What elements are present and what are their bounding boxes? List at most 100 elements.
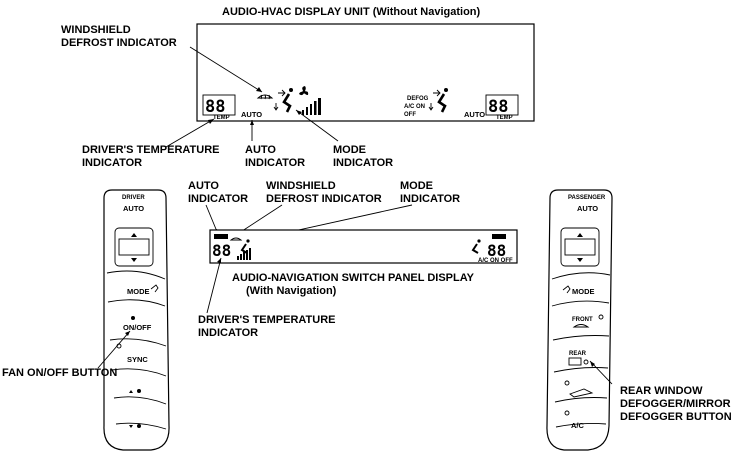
- driver-control-panel: DRIVER AUTO MODE ON/OFF SYNC: [103, 189, 170, 451]
- mode-airflow-icon: [240, 239, 250, 254]
- callout-text: DRIVER'S TEMPERATURE: [82, 144, 219, 156]
- driver-temp-rocker[interactable]: [114, 227, 154, 267]
- front-defrost-indicator-light: [598, 314, 604, 320]
- up-arrow-icon: [131, 233, 137, 237]
- ac-label: A/C: [571, 421, 585, 430]
- hvac-display-title: AUDIO-HVAC DISPLAY UNIT (Without Navigat…: [222, 6, 481, 18]
- windshield-defrost-icon: [572, 324, 590, 328]
- hvac-display-frame: [196, 23, 535, 122]
- callout-text: INDICATOR: [188, 193, 248, 205]
- down-arrow-icon: [577, 258, 583, 262]
- hvac-right-temp-indicator: 88 TEMP: [485, 94, 519, 121]
- recirculation-indicator-light: [564, 380, 570, 386]
- nav-ac-on-off: A/C ON OFF: [478, 258, 513, 264]
- callout-text: INDICATOR: [245, 157, 305, 169]
- callout-text: AUTO: [188, 180, 219, 192]
- callout-auto-mid: AUTO INDICATOR: [188, 180, 248, 235]
- driver-mode-label: MODE: [127, 287, 150, 296]
- mode-airflow-icon: [150, 284, 159, 293]
- callout-text: DEFROST INDICATOR: [266, 193, 382, 205]
- fan-on-off-label: ON/OFF: [123, 323, 152, 332]
- nav-display-title: AUDIO-NAVIGATION SWITCH PANEL DISPLAY: [232, 272, 475, 284]
- mode-airflow-icon: [562, 285, 571, 294]
- hvac-auto-left: AUTO: [241, 110, 262, 119]
- rear-defrost-indicator-light: [583, 359, 589, 365]
- callout-text: WINDSHIELD: [266, 180, 336, 192]
- callout-text: MODE: [400, 180, 433, 192]
- up-arrow-icon: [577, 233, 583, 237]
- fan-icon: [131, 316, 135, 320]
- passenger-control-panel: PASSENGER AUTO MODE FRONT REAR A/C: [546, 189, 613, 451]
- driver-mode-button[interactable]: MODE: [127, 284, 159, 296]
- callout-text: INDICATOR: [333, 157, 393, 169]
- callout-auto-top: AUTO INDICATOR: [245, 120, 305, 169]
- fan-bar-icon: [237, 248, 251, 260]
- nav-auto-badge-right: [492, 234, 506, 239]
- passenger-label: PASSENGER: [568, 195, 606, 201]
- hvac-right-temp-digits: 88: [488, 97, 508, 117]
- callout-mode-top: MODE INDICATOR: [295, 109, 393, 169]
- passenger-mode-label: MODE: [572, 287, 595, 296]
- hvac-left-temp-indicator: 88 TEMP: [202, 94, 236, 121]
- callout-text: MODE: [333, 144, 366, 156]
- nav-left-temp-digits: 88: [212, 241, 231, 260]
- sync-button[interactable]: SYNC: [127, 355, 148, 364]
- hvac-left-temp-digits: 88: [205, 97, 225, 117]
- passenger-temp-rocker[interactable]: [560, 227, 600, 267]
- callout-text: WINDSHIELD: [61, 24, 131, 36]
- hvac-auto-right: AUTO: [464, 110, 485, 119]
- fan-up-button[interactable]: [129, 389, 141, 393]
- callout-text: DEFROST INDICATOR: [61, 37, 177, 49]
- rear-defrost-button[interactable]: REAR: [568, 351, 587, 366]
- callout-text: INDICATOR: [198, 327, 258, 339]
- front-label: FRONT: [572, 317, 593, 323]
- ac-button[interactable]: A/C: [571, 421, 585, 430]
- up-arrow-icon: [129, 390, 133, 393]
- recirculation-icon: [569, 388, 594, 398]
- down-arrow-icon: [131, 258, 137, 262]
- front-defrost-button[interactable]: FRONT: [572, 317, 593, 328]
- driver-label: DRIVER: [122, 195, 145, 201]
- nav-display-subtitle: (With Navigation): [246, 285, 337, 297]
- mode-airflow-icon: [471, 239, 481, 254]
- callout-text: REAR WINDOW: [620, 385, 703, 397]
- fan-icon: [137, 389, 141, 393]
- recirculation-button[interactable]: [569, 388, 594, 398]
- fan-down-button[interactable]: [129, 424, 141, 428]
- hvac-defog-label: DEFOG: [407, 96, 429, 102]
- hvac-left-temp-unit: TEMP: [213, 115, 230, 121]
- callout-text: INDICATOR: [400, 193, 460, 205]
- fan-bar-icon: [302, 98, 321, 115]
- passenger-auto-label: AUTO: [577, 204, 598, 213]
- nav-auto-badge-left: [214, 234, 228, 239]
- rear-label: REAR: [569, 351, 587, 357]
- mode-airflow-icon: [428, 88, 448, 113]
- nav-display-frame: [209, 229, 518, 264]
- down-arrow-icon: [129, 425, 133, 428]
- fan-on-off-button[interactable]: ON/OFF: [123, 316, 152, 332]
- callout-windshield-defrost-top: WINDSHIELD DEFROST INDICATOR: [61, 24, 263, 93]
- callout-rear-defogger: REAR WINDOW DEFOGGER/MIRROR DEFOGGER BUT…: [589, 360, 732, 423]
- callout-text: INDICATOR: [82, 157, 142, 169]
- nav-right-temp-digits: 88: [487, 241, 506, 260]
- callout-text: DRIVER'S TEMPERATURE: [198, 314, 335, 326]
- hvac-off-label: OFF: [404, 112, 416, 118]
- callout-drivers-temp-top: DRIVER'S TEMPERATURE INDICATOR: [82, 118, 219, 169]
- rear-defrost-icon: [568, 357, 582, 366]
- callout-fan-button: FAN ON/OFF BUTTON: [2, 330, 131, 379]
- callout-drivers-temp-mid: DRIVER'S TEMPERATURE INDICATOR: [198, 257, 335, 339]
- mode-airflow-icon: [273, 88, 293, 113]
- hvac-ac-on-label: A/C ON: [404, 104, 425, 110]
- ac-indicator-light: [564, 410, 570, 416]
- passenger-mode-button[interactable]: MODE: [562, 285, 595, 296]
- windshield-defrost-icon: [256, 94, 274, 100]
- callout-text: DEFOGGER/MIRROR: [620, 398, 731, 410]
- fan-icon: [137, 424, 141, 428]
- callout-text: FAN ON/OFF BUTTON: [2, 367, 117, 379]
- callout-text: AUTO: [245, 144, 276, 156]
- hvac-right-temp-unit: TEMP: [496, 115, 513, 121]
- windshield-defrost-icon: [229, 237, 243, 241]
- callout-text: DEFOGGER BUTTON: [620, 411, 732, 423]
- callout-windshield-defrost-mid: WINDSHIELD DEFROST INDICATOR: [235, 180, 382, 236]
